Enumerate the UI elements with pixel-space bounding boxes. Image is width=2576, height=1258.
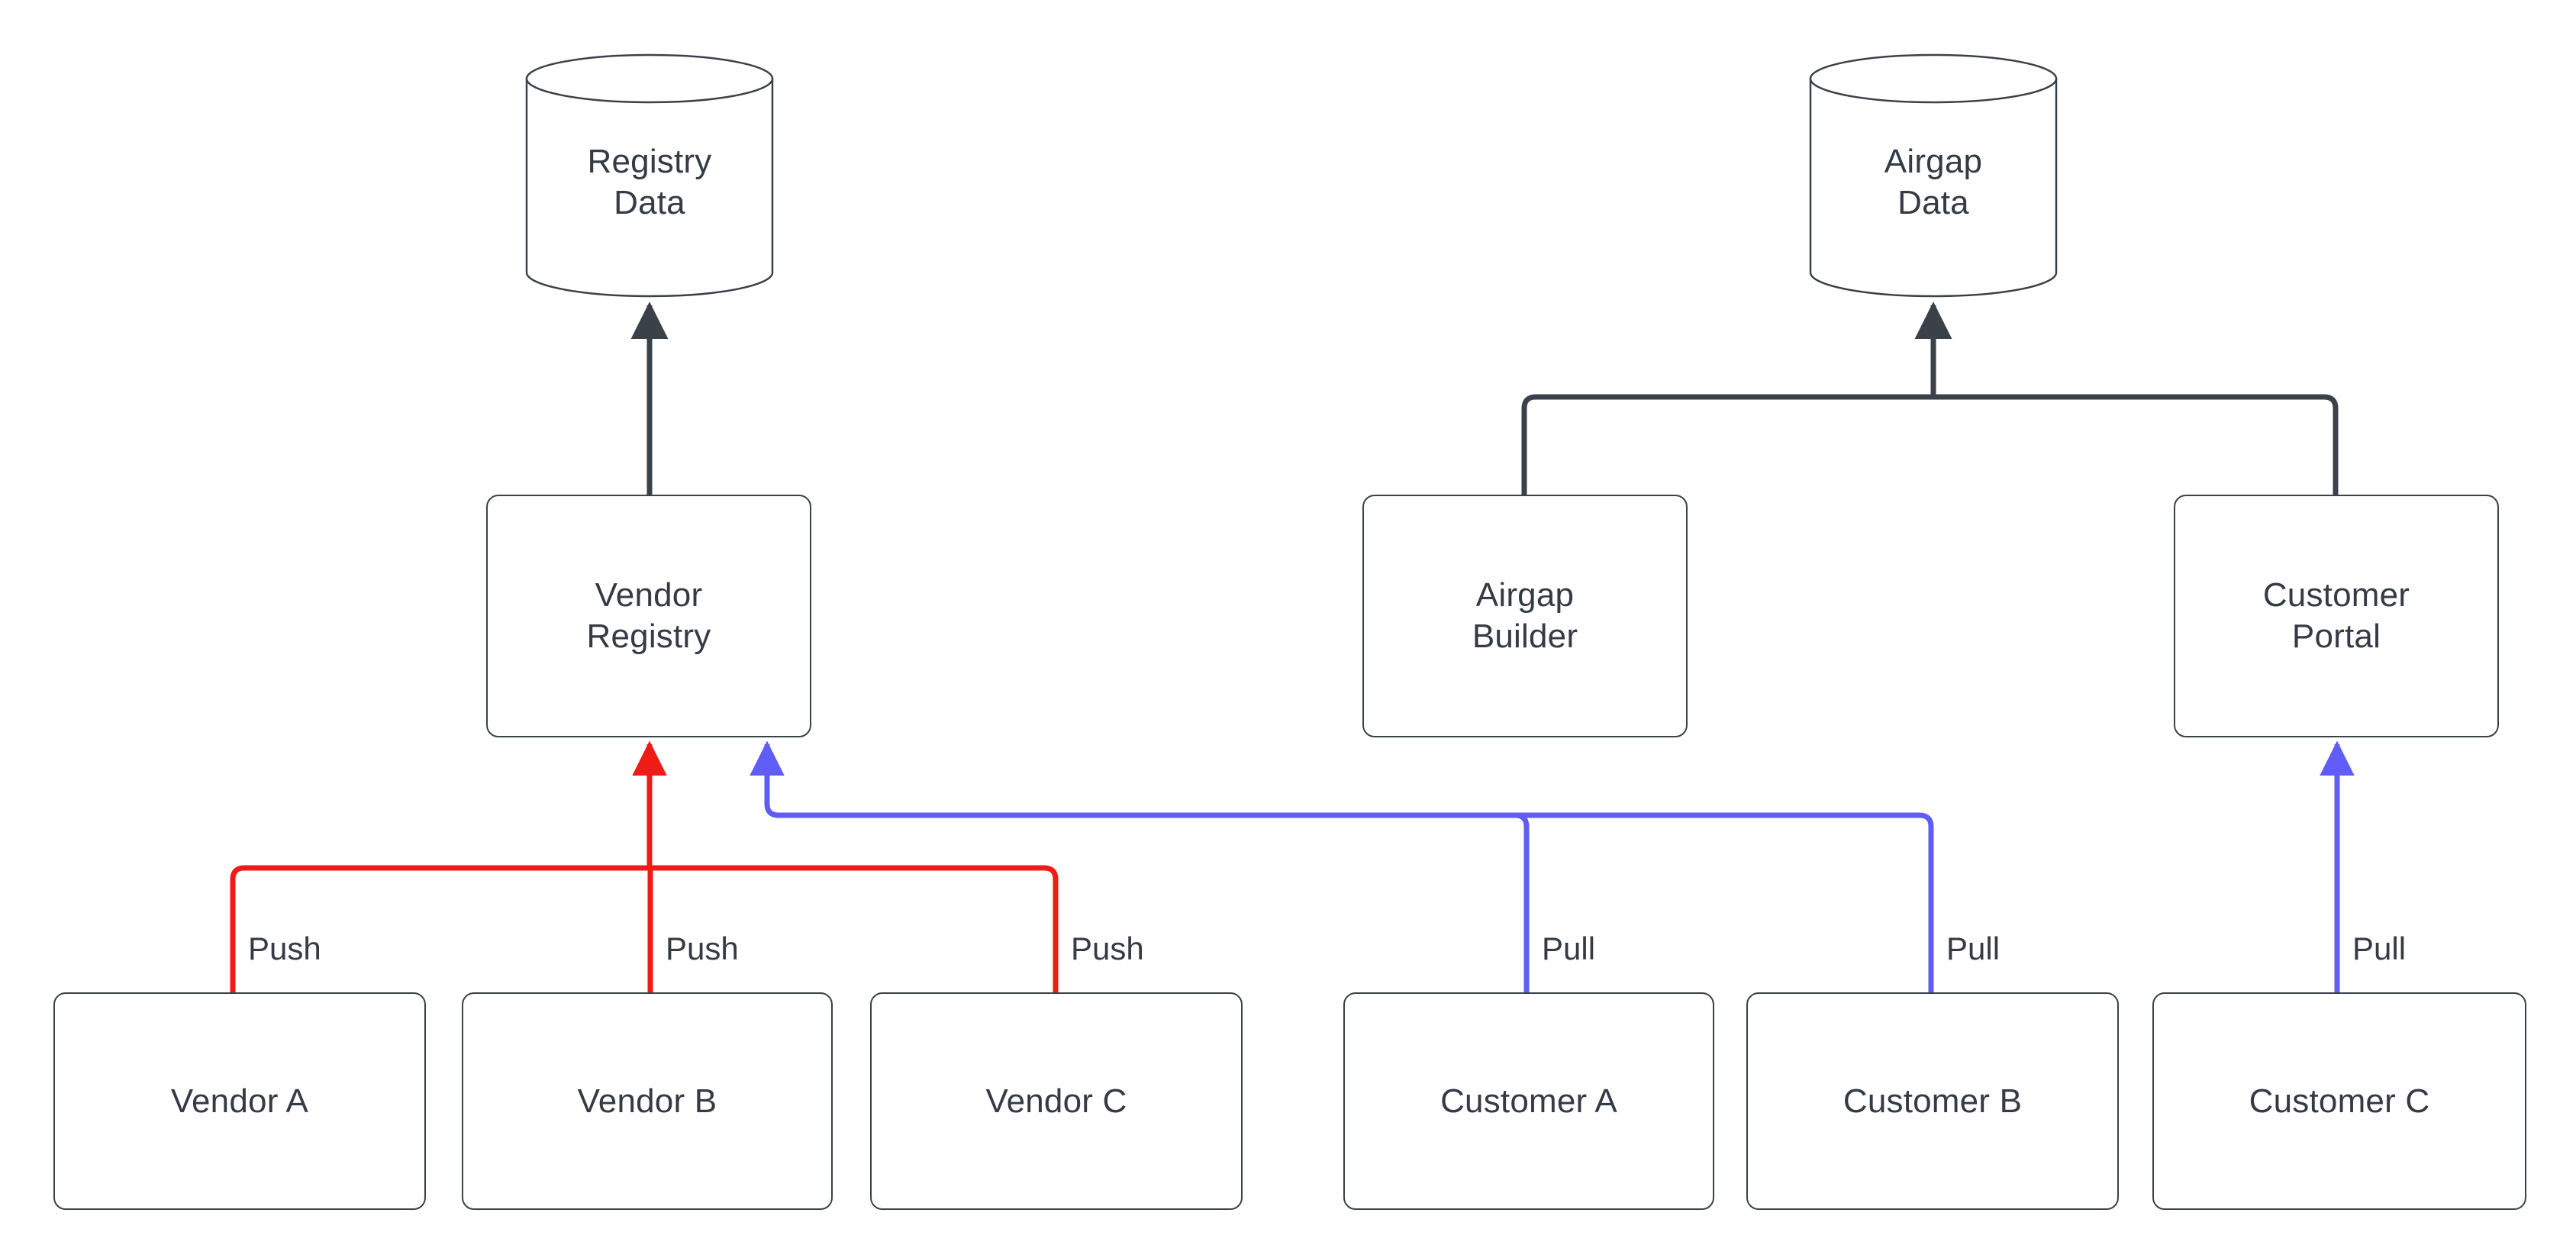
- customer-c-label: Customer C: [2249, 1082, 2430, 1120]
- edge-customer-a-pull: [779, 812, 1530, 992]
- customer-a-label: Customer A: [1440, 1082, 1617, 1120]
- airgap-builder-label-line1: Airgap: [1475, 576, 1575, 614]
- customer-b-label: Customer B: [1843, 1082, 2023, 1120]
- airgap-data-cylinder-shape: [1809, 53, 2058, 298]
- edge-label-push-vendor-c: Push: [1071, 931, 1144, 966]
- vendor-a-node[interactable]: Vendor A: [53, 992, 426, 1210]
- registry-data-node[interactable]: Registry Data: [527, 55, 772, 296]
- airgap-data-label-line2: Data: [1897, 184, 1969, 221]
- vendor-c-label: Vendor C: [985, 1082, 1127, 1120]
- edge-label-pull-customer-c: Pull: [2352, 931, 2407, 966]
- edge-label-push-vendor-a: Push: [248, 931, 321, 966]
- edge-label-push-vendor-b: Push: [666, 931, 739, 966]
- airgap-builder-node[interactable]: Airgap Builder: [1362, 495, 1688, 737]
- edge-customer-portal-to-airgap-data: [1933, 394, 2339, 495]
- vendor-c-node[interactable]: Vendor C: [870, 992, 1243, 1210]
- customer-c-node[interactable]: Customer C: [2152, 992, 2526, 1210]
- edge-label-pull-customer-b: Pull: [1946, 931, 2001, 966]
- airgap-data-label-line1: Airgap: [1884, 143, 1983, 181]
- customer-b-node[interactable]: Customer B: [1746, 992, 2119, 1210]
- edge-vendor-a-push: [230, 865, 650, 992]
- edge-label-pull-customer-a: Pull: [1542, 931, 1596, 966]
- vendor-registry-label-line2: Registry: [586, 618, 711, 655]
- customer-portal-node[interactable]: Customer Portal: [2174, 495, 2499, 737]
- edge-customer-b-pull: [779, 812, 1934, 992]
- registry-data-label-line1: Registry: [587, 143, 712, 181]
- airgap-data-node[interactable]: Airgap Data: [1810, 55, 2056, 296]
- vendor-b-node[interactable]: Vendor B: [462, 992, 833, 1210]
- edge-pull-bus-to-vendor-registry-arrow: [750, 740, 785, 818]
- registry-data-label-line2: Data: [614, 184, 685, 221]
- vendor-a-label: Vendor A: [170, 1082, 309, 1120]
- vendor-registry-node[interactable]: Vendor Registry: [486, 495, 811, 737]
- edge-airgap-builder-to-airgap-data: [1521, 394, 1933, 495]
- edge-vendor-c-push: [650, 865, 1059, 992]
- airgap-builder-label-line2: Builder: [1472, 618, 1578, 655]
- vendor-b-label: Vendor B: [577, 1082, 717, 1120]
- customer-a-node[interactable]: Customer A: [1343, 992, 1714, 1210]
- customer-portal-label-line1: Customer: [2262, 576, 2410, 614]
- registry-data-cylinder-shape: [525, 53, 774, 298]
- customer-portal-label-line2: Portal: [2291, 618, 2381, 655]
- vendor-registry-label-line1: Vendor: [595, 576, 703, 614]
